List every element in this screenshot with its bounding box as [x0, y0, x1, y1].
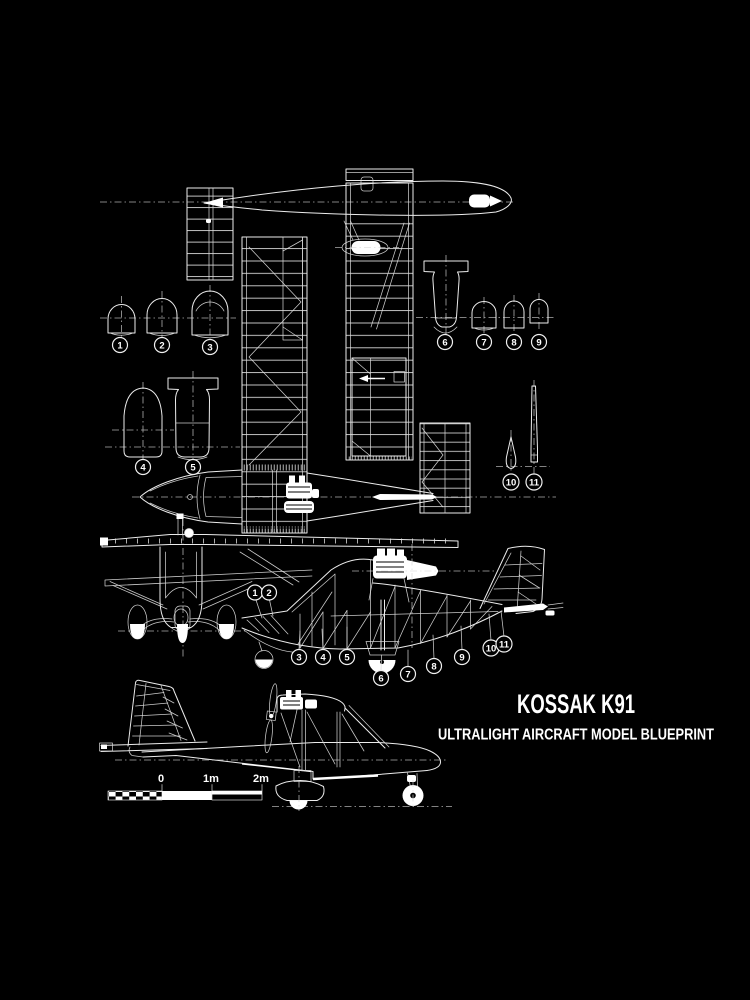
page-subtitle: ULTRALIGHT AIRCRAFT MODEL BLUEPRINT	[438, 727, 714, 744]
main-wheel-structural	[365, 599, 400, 674]
tail-fin-side	[127, 679, 196, 747]
nose-wheel-side	[402, 772, 424, 809]
structural-side-view	[239, 544, 564, 674]
former-label-1: 1	[117, 340, 123, 351]
former-4-shape	[123, 387, 163, 458]
station-label-5: 5	[344, 652, 350, 663]
former-1-shape	[107, 304, 136, 334]
former-label-6: 6	[442, 337, 447, 348]
aircraft-side-view	[99, 679, 452, 811]
plan-view	[132, 469, 556, 525]
engine-side-structural	[368, 548, 439, 603]
lift-struts-front	[109, 581, 257, 610]
former-label-10: 10	[506, 477, 517, 488]
title-block: KOSSAK K91 ULTRALIGHT AIRCRAFT MODEL BLU…	[438, 689, 714, 744]
station-callouts: 1 2 3 4 5 6 7 8 9 10 11	[246, 584, 513, 687]
former-label-3: 3	[207, 342, 212, 353]
former-label-2: 2	[159, 340, 164, 351]
tail-boom-highlight	[372, 494, 437, 500]
formers-group-left	[100, 285, 240, 465]
scale-bar: 0 1m 2m	[107, 773, 269, 801]
stabilizer-front	[104, 569, 313, 587]
former-8-shape	[503, 300, 525, 329]
propeller-side	[264, 683, 278, 754]
propeller-hub-front	[176, 513, 194, 538]
scale-label-0: 0	[158, 773, 164, 785]
former-label-7: 7	[481, 337, 486, 348]
station-label-3: 3	[296, 652, 301, 663]
formers-group-right	[416, 255, 556, 477]
former-label-8: 8	[511, 337, 516, 348]
hull-side	[128, 742, 441, 781]
former-6-shape	[423, 260, 469, 328]
former-9-shape	[529, 299, 549, 324]
former-2-shape	[146, 298, 178, 334]
main-wheel-side	[275, 766, 325, 811]
station-label-7: 7	[405, 669, 410, 680]
callout-leader-lines	[255, 599, 505, 671]
spinner-10-shape	[505, 436, 517, 469]
scale-bar-checker	[108, 791, 162, 800]
landing-gear-front	[127, 604, 237, 643]
station-label-4: 4	[320, 652, 326, 663]
former-3-shape	[191, 290, 229, 336]
fuel-tank	[335, 238, 399, 257]
page-title: KOSSAK K91	[517, 689, 635, 719]
scale-label-1m: 1m	[203, 773, 219, 785]
station-label-1: 1	[252, 588, 258, 599]
tail-fin-structural	[479, 545, 564, 616]
former-label-5: 5	[190, 462, 196, 473]
engine-nacelle-side	[469, 194, 502, 208]
airfoil-tip-highlight	[204, 197, 223, 208]
front-view	[100, 513, 459, 657]
station-label-10: 10	[486, 643, 497, 654]
former-5-shape	[167, 377, 219, 458]
former-label-11: 11	[529, 477, 540, 488]
engine-plan-view	[284, 475, 319, 513]
station-label-2: 2	[266, 588, 271, 599]
station-label-11: 11	[499, 639, 510, 650]
former-callouts: 1 2 3 4 5 6 7 8 9 10 11	[111, 333, 548, 491]
former-7-shape	[471, 301, 497, 329]
canopy-engine-side	[276, 690, 390, 772]
strut-11-shape	[530, 385, 538, 463]
airfoil-section	[100, 180, 515, 223]
nose-wheel-structural	[254, 641, 274, 669]
station-label-8: 8	[431, 661, 436, 672]
former-label-4: 4	[140, 462, 146, 473]
station-label-6: 6	[378, 673, 383, 684]
former-label-9: 9	[536, 337, 541, 348]
scale-label-2m: 2m	[253, 773, 269, 785]
station-label-9: 9	[459, 652, 464, 663]
